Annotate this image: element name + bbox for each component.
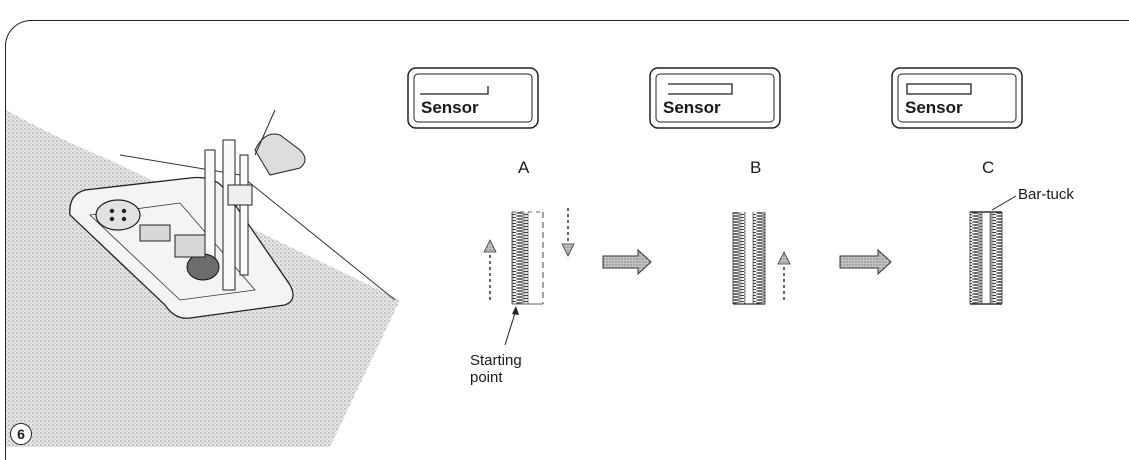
diagram-art: [6, 67, 1023, 447]
starting-point-label: Starting point: [470, 352, 522, 386]
panel-a-label: A: [518, 158, 530, 177]
display-a: [407, 67, 539, 129]
indicator-closed-bar: [906, 83, 972, 95]
buttonhole-a: [483, 208, 575, 346]
display-b-sensor-label: Sensor: [663, 98, 721, 117]
panel-c-label: C: [982, 158, 995, 177]
step-arrow-icon: [602, 248, 652, 276]
bar-tuck-label: Bar-tuck: [1018, 186, 1074, 203]
indicator-open-bar: [668, 83, 733, 95]
display-b: [649, 67, 781, 129]
figure-number-badge: 6: [10, 423, 32, 445]
step-arrow-icon: [839, 248, 892, 276]
button-icon: [95, 199, 141, 231]
display-c-sensor-label: Sensor: [905, 98, 963, 117]
display-a-sensor-label: Sensor: [421, 98, 479, 117]
display-c: [891, 67, 1023, 129]
figure-frame: [5, 20, 1129, 460]
sewing-foot-illustration: [6, 109, 400, 447]
panel-b-label: B: [750, 158, 762, 177]
buttonhole-b: [732, 212, 791, 305]
buttonhole-c: [969, 195, 1017, 305]
indicator-top-line: [420, 86, 489, 95]
